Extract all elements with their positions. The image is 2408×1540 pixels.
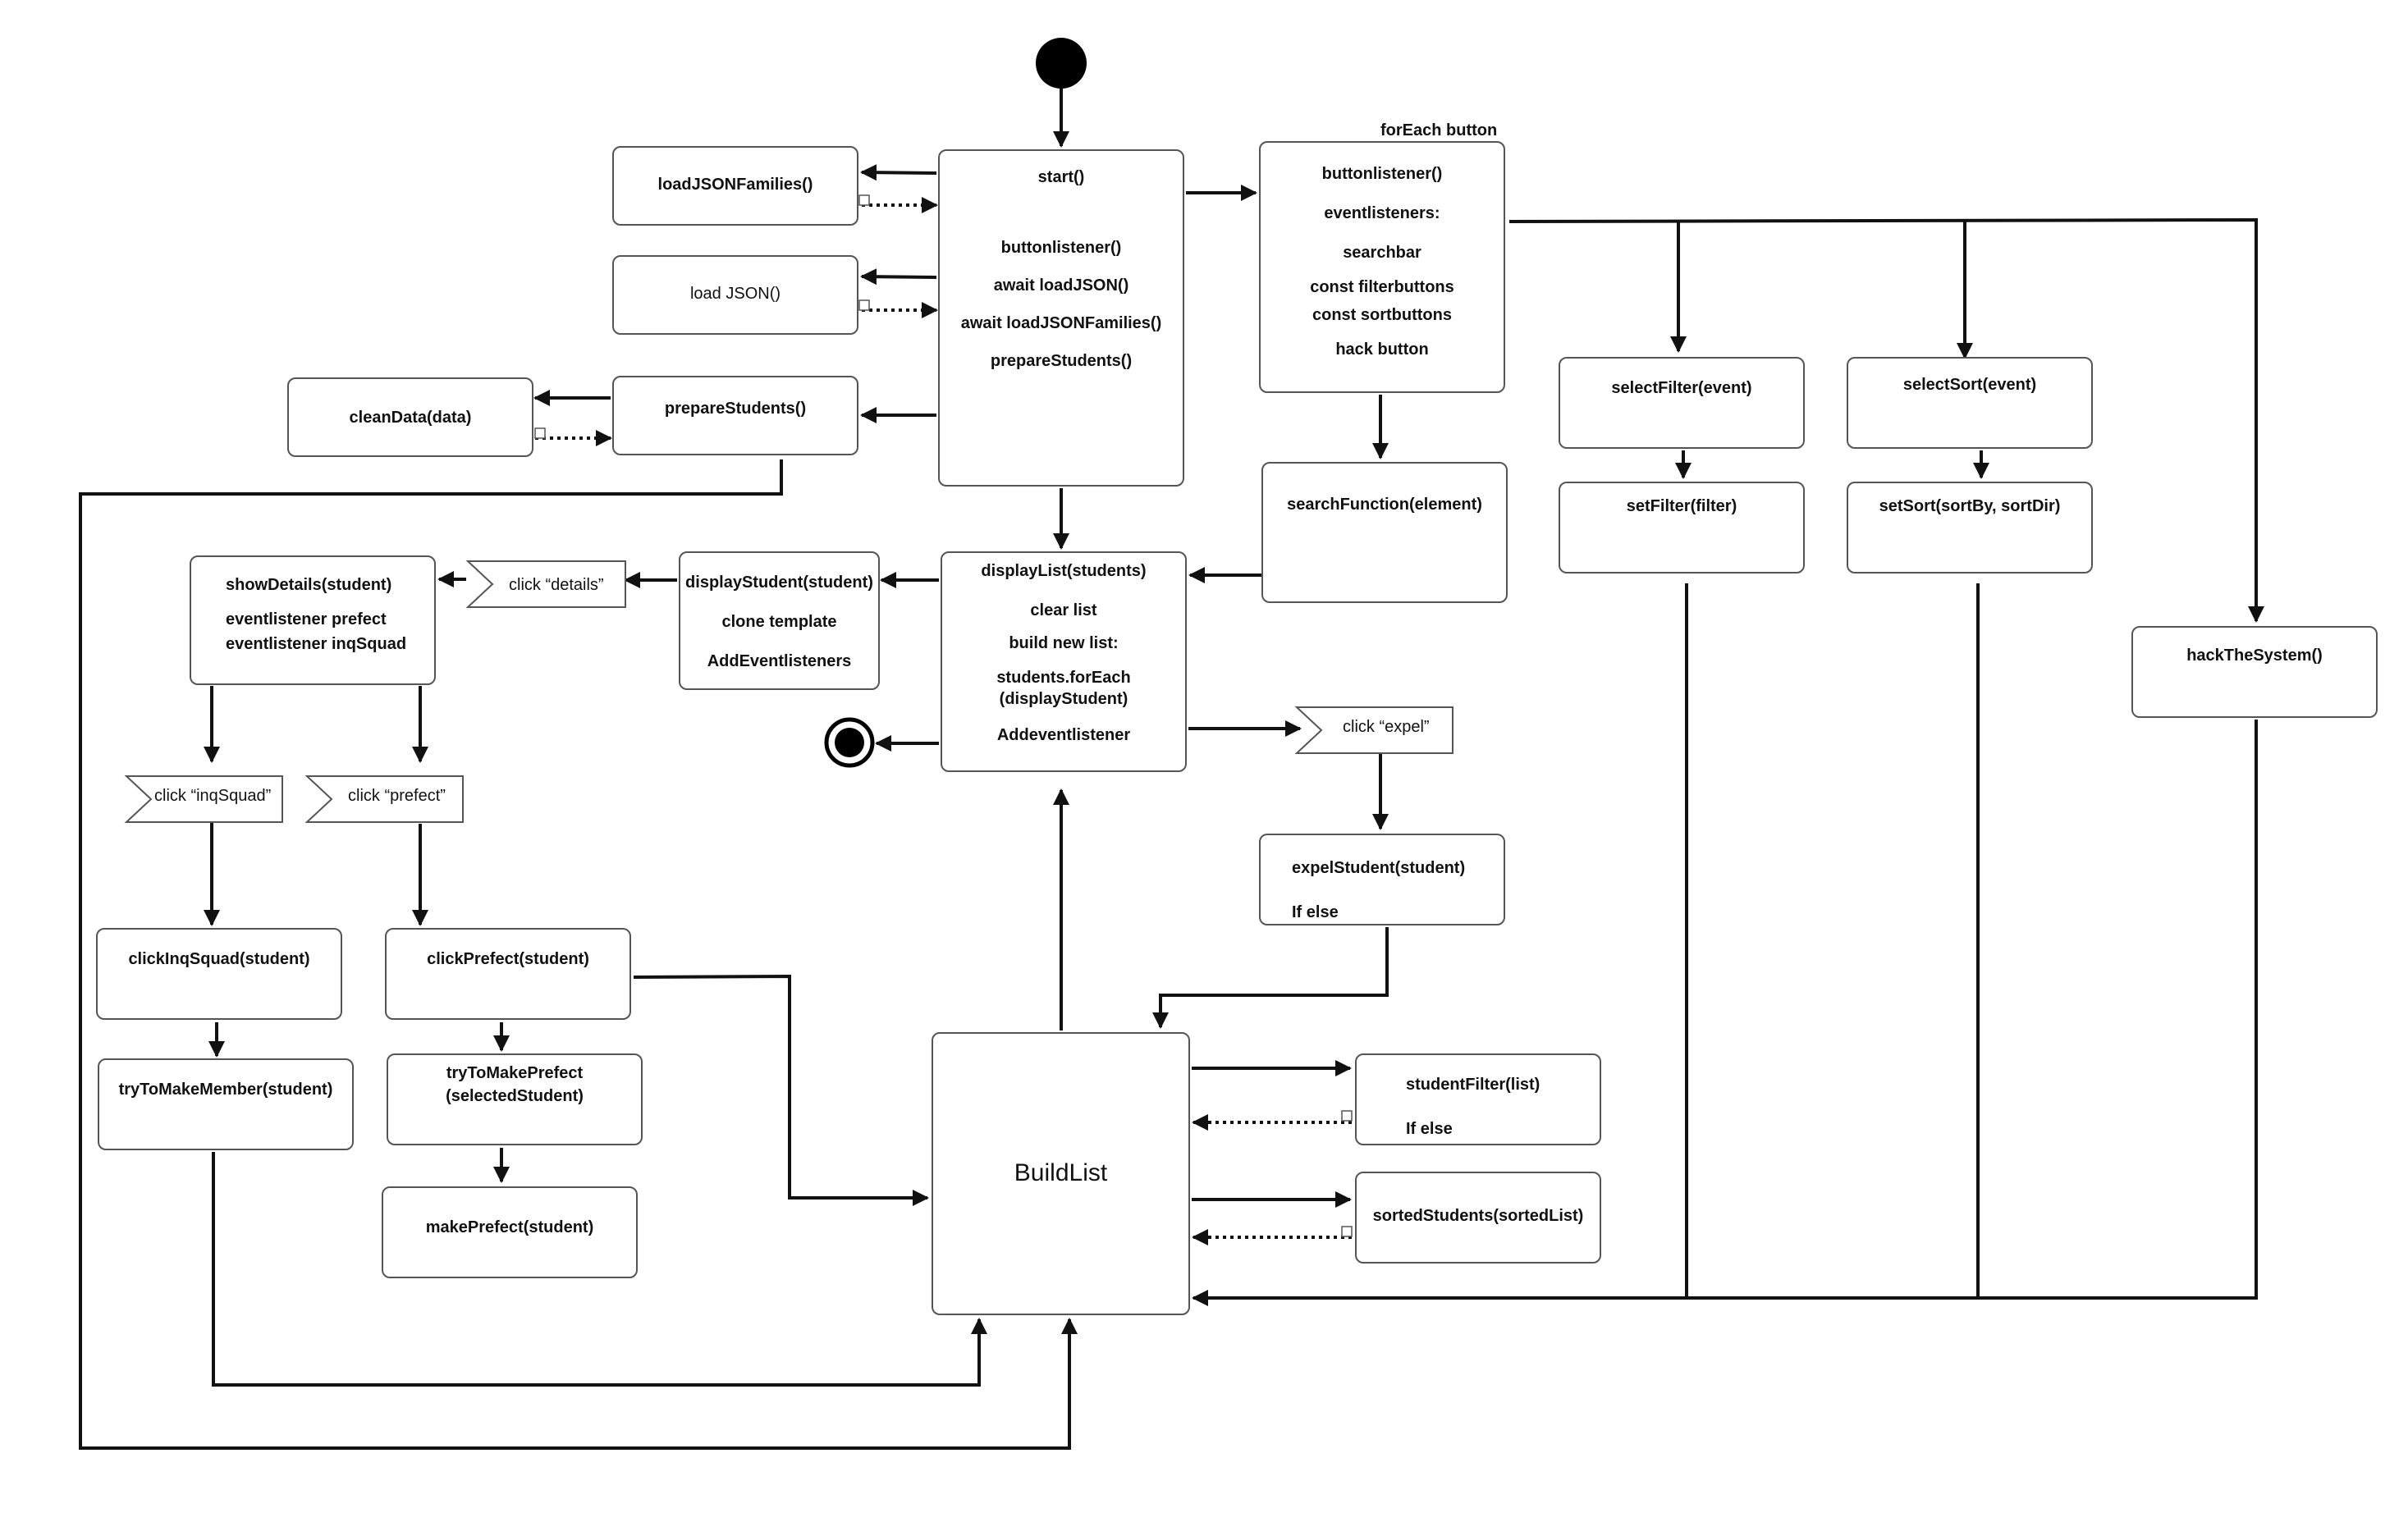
student-filter-node: studentFilter(list) If else [1355,1053,1601,1145]
box-line: prepareStudents() [664,400,807,418]
box-line: clickInqSquad(student) [128,950,310,968]
box-line: students.forEach [996,669,1131,687]
clean-data-node: cleanData(data) [287,377,533,457]
box-line: eventlisteners: [1324,204,1440,222]
search-function-node: searchFunction(element) [1261,462,1508,603]
start-node: start() buttonlistener() await loadJSON(… [938,149,1184,487]
select-filter-node: selectFilter(event) [1559,357,1805,449]
select-sort-node: selectSort(event) [1847,357,2093,449]
box-line: load JSON() [689,285,781,303]
initial-node [1036,38,1087,89]
box-line: BuildList [1014,1159,1108,1186]
load-json-node: load JSON() [612,255,858,335]
prepare-students-node: prepareStudents() [612,376,858,455]
hack-the-system-node: hackTheSystem() [2131,626,2378,718]
box-line: clickPrefect(student) [427,950,589,968]
box-line: await loadJSON() [993,276,1129,295]
signal-inqsquad-label: click “inqSquad” [154,787,272,805]
box-line: setFilter(filter) [1626,497,1737,515]
set-filter-node: setFilter(filter) [1559,482,1805,574]
box-line: eventlistener inqSquad [226,635,407,653]
edge-clickprefect-to-buildlist [633,974,929,1206]
box-line: searchFunction(element) [1287,496,1482,514]
signal-prefect-flag [304,775,464,823]
dash-marker [858,194,870,206]
expel-student-node: expelStudent(student) If else [1259,834,1505,925]
build-list-node: BuildList [932,1032,1190,1315]
box-line: studentFilter(list) [1406,1076,1540,1094]
box-line: Addeventlistener [996,726,1131,744]
box-line: tryToMakeMember(student) [118,1081,333,1099]
box-line: clone template [721,613,837,631]
box-line: const sortbuttons [1312,306,1452,324]
dash-marker [1341,1110,1353,1122]
box-line: tryToMakePrefect [446,1064,584,1082]
box-line: hack button [1335,340,1429,359]
show-details-node: showDetails(student) eventlistener prefe… [190,555,436,685]
buttonlistener-node: buttonlistener() eventlisteners: searchb… [1259,141,1505,393]
foreach-button-label: forEach button [1380,121,1498,139]
box-line: expelStudent(student) [1292,859,1466,877]
box-line: searchbar [1343,244,1421,262]
dash-marker [1341,1226,1353,1237]
box-line: selectSort(event) [1902,376,2037,394]
display-list-node: displayList(students) clear list build n… [941,551,1187,772]
edge-preparestudents-to-buildlist [79,459,1078,1450]
edge-buttonlistener-to-hack [1508,217,2264,623]
box-line: AddEventlisteners [707,652,852,670]
box-line: makePrefect(student) [425,1218,594,1236]
box-line: setSort(sortBy, sortDir) [1879,497,2061,515]
dash-marker [858,299,870,311]
box-line: eventlistener prefect [226,610,387,628]
box-line: (selectedStudent) [446,1087,584,1105]
box-line: clear list [1030,601,1097,619]
try-to-make-member-node: tryToMakeMember(student) [98,1058,354,1150]
box-line: displayList(students) [981,562,1147,580]
try-to-make-prefect-node: tryToMakePrefect (selectedStudent) [387,1053,643,1145]
load-json-families-node: loadJSONFamilies() [612,146,858,226]
box-line: hackTheSystem() [2186,647,2323,665]
edge-hack-to-buildlist [1192,720,2258,1306]
click-prefect-node: clickPrefect(student) [385,928,631,1020]
box-line: If else [1406,1120,1453,1138]
box-line: loadJSONFamilies() [657,176,813,194]
signal-details-label: click “details” [509,576,604,594]
box-line: build new list: [1009,634,1119,652]
signal-inqsquad-flag [124,775,283,823]
make-prefect-node: makePrefect(student) [382,1186,638,1278]
box-line: await loadJSONFamilies() [960,314,1162,332]
box-line: buttonlistener() [1321,165,1443,183]
sorted-students-node: sortedStudents(sortedList) [1355,1172,1601,1264]
dash-marker [534,427,546,439]
box-line: buttonlistener() [1000,239,1122,257]
edge-start-to-loadjson [860,268,937,286]
box-line: showDetails(student) [226,576,392,594]
display-student-node: displayStudent(student) clone template A… [679,551,880,690]
box-line: selectFilter(event) [1611,379,1752,397]
box-line: cleanData(data) [349,409,472,427]
signal-prefect-label: click “prefect” [348,787,446,805]
box-line: start() [1037,168,1085,186]
signal-details-flag [465,560,626,608]
signal-expel-flag [1294,706,1453,754]
box-line: displayStudent(student) [685,574,873,592]
edge-trytomakemember-to-buildlist [212,1152,987,1387]
final-node [835,728,864,757]
box-line: sortedStudents(sortedList) [1372,1207,1584,1225]
box-line: const filterbuttons [1310,278,1454,296]
edge-start-to-loadjsonfamilies [860,164,937,181]
box-line: prepareStudents() [990,352,1133,370]
box-line: (displayStudent) [999,690,1128,708]
signal-expel-label: click “expel” [1343,718,1430,736]
click-inqsquad-node: clickInqSquad(student) [96,928,342,1020]
set-sort-node: setSort(sortBy, sortDir) [1847,482,2093,574]
box-line: If else [1292,903,1339,921]
edge-expelstudent-to-buildlist [1152,927,1389,1029]
